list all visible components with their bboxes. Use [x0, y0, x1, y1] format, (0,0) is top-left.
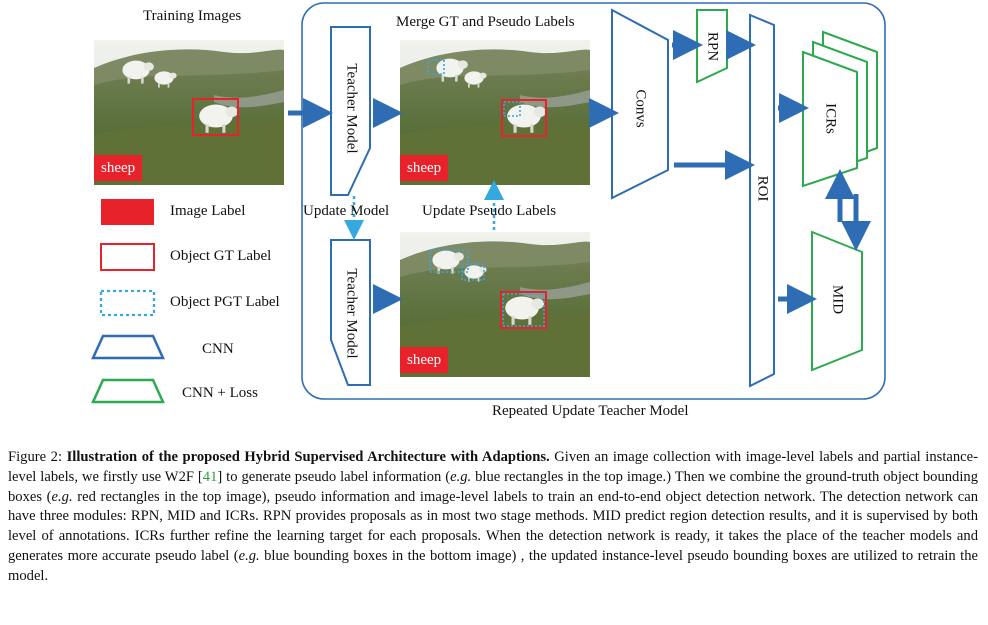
teacher-model-bottom-shape [330, 239, 371, 386]
diagram-canvas [91, 2, 886, 404]
teacher-model-top-shape [330, 26, 371, 196]
figure-diagram: Training Images Merge GT and Pseudo Labe… [91, 2, 886, 419]
legend-image-label-swatch [101, 199, 154, 225]
legend-cnn-loss-swatch [91, 378, 165, 404]
legend-object-pgt-label: Object PGT Label [170, 294, 280, 310]
icrs-label: ICRs [822, 103, 839, 134]
pseudo-box-1 [429, 249, 469, 273]
object-gt-box [501, 99, 547, 137]
image-tag-top-left: sheep [94, 155, 143, 181]
repeated-update-container [301, 2, 886, 400]
pseudo-box-3 [502, 293, 545, 327]
citation-link[interactable]: 41 [202, 468, 218, 485]
teacher-model-bottom-label: Teacher Model [343, 268, 360, 359]
flow-arrows [288, 30, 871, 314]
icrs-shape [802, 50, 858, 188]
legend-object-gt-swatch [100, 243, 155, 271]
pseudo-box-2 [461, 263, 485, 281]
caption-text-3: blue rectangles in the top image.) Then … [8, 468, 978, 505]
training-images-title: Training Images [143, 8, 242, 24]
caption-eg-3: e.g. [238, 547, 260, 564]
image-tag-bottom: sheep [400, 347, 449, 373]
roi-shape [749, 13, 775, 388]
update-model-label: Update Model [303, 203, 390, 219]
updated-pseudo-image [400, 232, 590, 377]
update-arrows [344, 180, 504, 240]
caption-text-1: Given an image collection with image-lev… [8, 449, 978, 485]
update-pseudo-labels-label: Update Pseudo Labels [422, 203, 557, 219]
caption-eg-1: e.g. [450, 468, 472, 485]
legend-cnn-label: CNN [202, 341, 234, 357]
repeated-update-label: Repeated Update Teacher Model [492, 403, 689, 419]
legend-object-pgt-swatch [99, 289, 156, 317]
legend-object-gt-label: Object GT Label [170, 248, 272, 264]
caption-label: Figure 2: [8, 449, 67, 465]
object-gt-box [500, 291, 547, 329]
object-gt-box [192, 98, 239, 136]
training-image [94, 40, 284, 185]
caption-title: Illustration of the proposed Hybrid Supe… [66, 449, 550, 465]
image-tag-top-middle: sheep [400, 155, 449, 181]
convs-shape [611, 8, 669, 200]
caption-text-2: ] to generate pseudo label information ( [217, 468, 451, 485]
figure-caption: Figure 2: Illustration of the proposed H… [8, 448, 978, 587]
legend-image-label: Image Label [170, 203, 246, 219]
mid-label: MID [829, 284, 846, 315]
legend-cnn-loss-label: CNN + Loss [182, 385, 258, 401]
merged-label-image [400, 40, 590, 185]
convs-label: Convs [632, 89, 649, 128]
teacher-model-top-label: Teacher Model [343, 63, 360, 154]
merge-title: Merge GT and Pseudo Labels [396, 14, 575, 30]
caption-text-4: red rectangles in the top image), pseudo… [8, 488, 978, 564]
pseudo-box-2 [503, 101, 521, 117]
rpn-label: RPN [704, 31, 721, 62]
pseudo-box-1 [427, 59, 445, 75]
roi-label: ROI [754, 175, 771, 202]
caption-eg-2: e.g. [51, 488, 73, 505]
caption-text-5: blue bounding boxes in the bottom image)… [8, 547, 978, 584]
legend-cnn-swatch [91, 334, 165, 360]
